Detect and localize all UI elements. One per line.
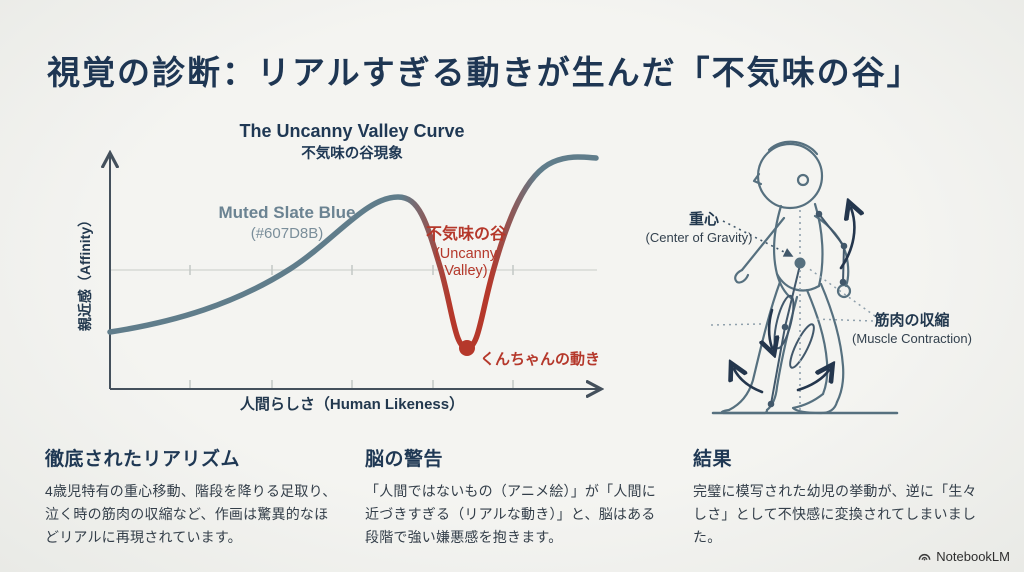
muscle-label-en: (Muscle Contraction) [852,331,972,346]
calf-muscle-shape [789,323,815,369]
cog-point [794,257,806,269]
section-realism: 徹底されたリアリズム 4歳児特有の重心移動、階段を降りる足取り、泣く時の筋肉の収… [45,444,337,549]
page-title: 視覚の診断：リアルすぎる動きが生んだ「不気味の谷」 [47,54,922,91]
notebooklm-logo-icon [918,554,931,561]
muscle-lines [767,210,848,408]
bottom-sections: 徹底されたリアリズム 4歳児特有の重心移動、階段を降りる足取り、泣く時の筋肉の収… [45,444,985,549]
cog-leader-arrow [722,220,794,257]
muscle-leaders [710,267,876,326]
toddler-figure: 重心 (Center of Gravity) 筋肉の収縮 (Muscle Con… [646,140,972,415]
notebooklm-brand-text: NotebookLM [936,549,1010,564]
thigh-muscle-shape [773,294,795,350]
affinity-curve [107,154,599,351]
section-result-body: 完璧に模写された幼児の挙動が、逆に「生々しさ」として不快感に変換されてしまいまし… [693,483,977,545]
toddler-lineart [720,140,852,415]
x-axis-ticks [189,380,514,388]
muscle-label-ja: 筋肉の収縮 [873,311,949,329]
section-brain-warning-body: 「人間ではないもの（アニメ絵）」が「人間に近づきすぎる（リアルな動き）」と、脳は… [365,483,656,545]
cog-label-en: (Center of Gravity) [646,230,753,245]
grid-ticks [189,265,514,275]
valley-label-ja: 不気味の谷 [426,224,507,243]
valley-point [459,340,475,356]
curve-color-label: Muted Slate Blue [219,203,356,222]
notebooklm-brand: NotebookLM [917,549,1010,564]
cog-label-ja: 重心 [689,210,719,228]
uncanny-valley-chart: The Uncanny Valley Curve 不気味の谷現象 Muted S… [77,121,615,413]
chart-title: The Uncanny Valley Curve [239,121,464,141]
section-realism-body: 4歳児特有の重心移動、階段を降りる足取り、泣く時の筋肉の収縮など、作画は驚異的な… [45,483,337,545]
section-result-heading: 結果 [693,449,733,470]
y-axis-label: 親近感（Affinity） [77,213,93,331]
section-brain-warning-heading: 脳の警告 [365,449,444,470]
chart-subtitle: 不気味の谷現象 [301,144,403,162]
section-result: 結果 完璧に模写された幼児の挙動が、逆に「生々しさ」として不快感に変換されてしま… [693,444,985,549]
valley-point-label: くんちゃんの動き [480,351,600,368]
x-axis-label: 人間らしさ（Human Likeness） [240,395,464,413]
motion-arrows [734,208,854,394]
valley-label-en1: (Uncanny [435,246,498,262]
section-realism-heading: 徹底されたリアリズム [45,449,241,470]
valley-label-en2: Valley) [444,263,487,279]
section-brain-warning: 脳の警告 「人間ではないもの（アニメ絵）」が「人間に近づきすぎる（リアルな動き）… [365,444,665,549]
curve-color-hex: (#607D8B) [251,225,324,242]
